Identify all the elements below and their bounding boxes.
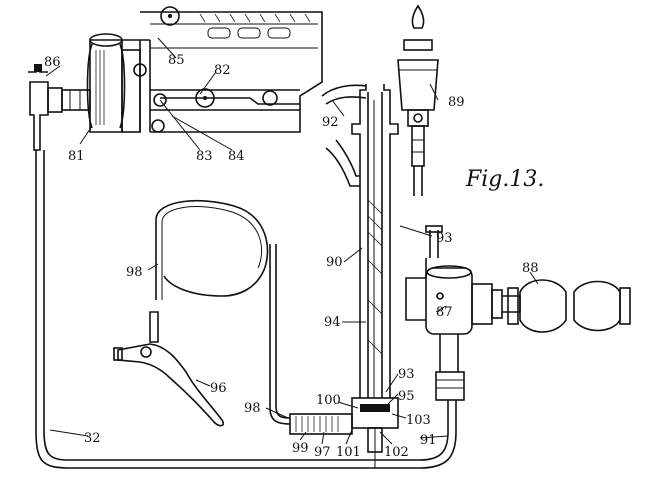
label-100: 100 bbox=[316, 393, 341, 408]
label-82: 82 bbox=[214, 63, 231, 78]
label-102: 102 bbox=[384, 445, 409, 460]
label-97: 97 bbox=[314, 445, 331, 460]
coupling-88 bbox=[502, 279, 631, 333]
label-86: 86 bbox=[44, 55, 61, 70]
label-95: 95 bbox=[398, 389, 415, 404]
label-81: 81 bbox=[68, 149, 85, 164]
label-101: 101 bbox=[336, 445, 361, 460]
label-99: 99 bbox=[292, 441, 309, 456]
figure-label: Fig.13. bbox=[465, 167, 544, 192]
label-90: 90 bbox=[326, 255, 343, 270]
handle-96 bbox=[113, 311, 225, 427]
label-83: 83 bbox=[196, 149, 213, 164]
reference-labels: 86 85 82 81 83 84 92 89 90 93 98 88 87 9… bbox=[44, 53, 544, 460]
label-93-lower: 93 bbox=[398, 367, 415, 382]
pipe-32 bbox=[35, 150, 457, 469]
cable-98 bbox=[155, 200, 291, 425]
label-93-upper: 93 bbox=[436, 231, 453, 246]
label-98-lower: 98 bbox=[244, 401, 261, 416]
label-89: 89 bbox=[448, 95, 465, 110]
label-87: 87 bbox=[436, 305, 453, 320]
label-85: 85 bbox=[168, 53, 185, 68]
label-91: 91 bbox=[420, 433, 437, 448]
label-96: 96 bbox=[210, 381, 227, 396]
fitting-87 bbox=[405, 225, 503, 401]
tube-90 bbox=[321, 84, 399, 468]
label-103: 103 bbox=[406, 413, 431, 428]
leader-lines bbox=[45, 37, 539, 445]
label-84: 84 bbox=[228, 149, 245, 164]
label-32: 32 bbox=[84, 431, 101, 446]
valve-body-97 bbox=[289, 413, 353, 435]
label-98-upper: 98 bbox=[126, 265, 143, 280]
valve-86 bbox=[28, 64, 91, 151]
burner-89 bbox=[397, 4, 439, 196]
lamp-81 bbox=[86, 33, 141, 133]
label-88: 88 bbox=[522, 261, 539, 276]
label-94: 94 bbox=[324, 315, 341, 330]
label-92: 92 bbox=[322, 115, 339, 130]
